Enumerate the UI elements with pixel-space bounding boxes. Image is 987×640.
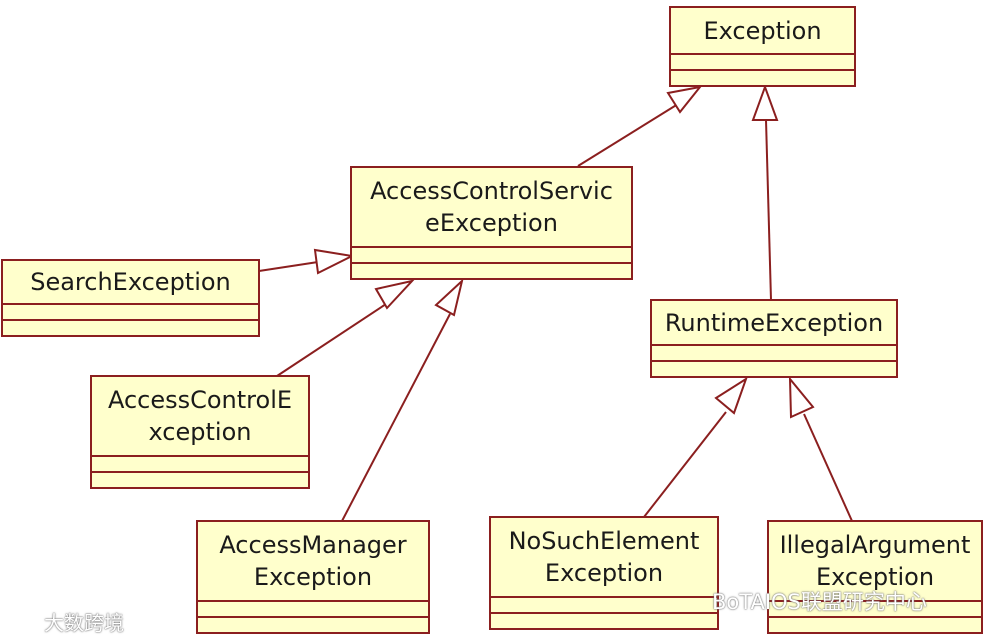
watermark-logo-icon [7,609,45,631]
class-access-control-exception-attributes [92,455,308,471]
watermark-left-text: 大数跨境 [44,611,124,635]
inheritance-arrowhead-exception-left [666,85,703,114]
inheritance-line-ame-to-acse [341,313,451,522]
class-exception-operations [671,69,854,85]
class-access-control-exception-operations [92,471,308,487]
class-illegal-argument-exception-operations [769,616,981,632]
class-search-exception-operations [3,319,258,335]
inheritance-line-search-to-acse [258,261,319,272]
class-illegal-argument-exception[interactable]: IllegalArgument Exception [767,520,983,634]
class-no-such-element-exception-attributes [491,596,717,612]
inheritance-line-acse-to-exception [577,103,679,167]
class-access-control-service-exception[interactable]: AccessControlServic eException [350,166,633,280]
class-search-exception[interactable]: SearchException [1,259,260,337]
class-exception-attributes [671,53,854,69]
class-access-manager-exception-name: AccessManager Exception [219,531,407,591]
class-runtime-exception-name: RuntimeException [664,308,884,337]
class-illegal-argument-exception-attributes [769,600,981,616]
class-no-such-element-exception-name: NoSuchElement Exception [508,527,700,587]
inheritance-arrowhead-acse-left [313,248,356,275]
class-runtime-exception-attributes [652,344,896,360]
inheritance-line-nsee-to-runtime [643,411,727,518]
class-search-exception-attributes [3,303,258,319]
class-access-control-exception[interactable]: AccessControlE xception [90,375,310,489]
inheritance-arrowhead-exception-bottom [751,84,779,121]
class-access-control-service-exception-operations [352,262,631,278]
inheritance-arrowhead-runtime-right [788,376,815,419]
inheritance-line-ace-to-acse [276,303,387,377]
class-search-exception-name: SearchException [30,268,231,296]
class-access-control-service-exception-attributes [352,246,631,262]
class-exception[interactable]: Exception [669,6,856,87]
class-access-control-service-exception-name: AccessControlServic eException [370,177,613,237]
class-access-manager-exception-operations [198,616,428,632]
class-access-manager-exception-attributes [198,600,428,616]
class-runtime-exception-operations [652,360,896,376]
inheritance-arrowhead-acse-bottom [434,278,464,317]
class-no-such-element-exception-operations [491,612,717,628]
inheritance-line-runtime-to-exception [765,119,772,301]
inheritance-arrowhead-acse-bottom-left [374,279,415,310]
class-no-such-element-exception[interactable]: NoSuchElement Exception [489,516,719,630]
inheritance-arrowhead-runtime-left [714,376,748,415]
class-exception-name: Exception [703,16,822,45]
inheritance-line-iae-to-runtime [803,413,853,522]
class-runtime-exception[interactable]: RuntimeException [650,299,898,378]
class-access-control-exception-name: AccessControlE xception [107,386,293,446]
class-access-manager-exception[interactable]: AccessManager Exception [196,520,430,634]
watermark-right-text: BoTAIOS联盟研究中心 [712,590,927,614]
class-illegal-argument-exception-name: IllegalArgument Exception [779,531,971,591]
